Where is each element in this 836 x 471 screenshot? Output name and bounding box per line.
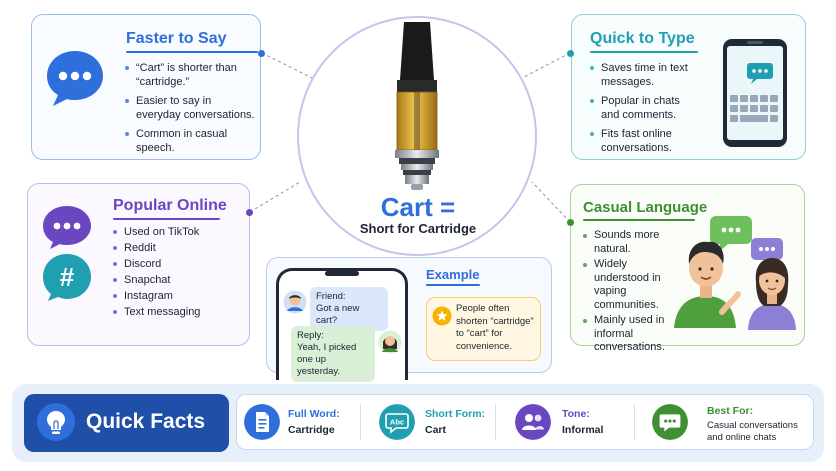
phone-notch bbox=[325, 271, 359, 276]
abc-chat-icon: Abc bbox=[379, 404, 415, 440]
example-title: Example bbox=[426, 267, 480, 282]
chat-bubble-icon bbox=[43, 206, 91, 249]
casual-title: Casual Language bbox=[583, 199, 708, 216]
fact-key: Short Form: bbox=[425, 408, 486, 420]
list-item: Text messaging bbox=[112, 305, 232, 319]
list-item: Instagram bbox=[112, 289, 232, 303]
reply-message: Yeah, I picked one up yesterday. bbox=[297, 342, 357, 377]
list-item: Discord bbox=[112, 257, 232, 271]
quick-type-bullets: Saves time in text messages. Popular in … bbox=[589, 61, 697, 160]
popular-title: Popular Online bbox=[113, 197, 227, 214]
people-talking-icon bbox=[674, 216, 796, 330]
casual-title-underline bbox=[583, 219, 695, 221]
fact-key: Tone: bbox=[562, 408, 590, 420]
quick-type-title: Quick to Type bbox=[590, 30, 695, 47]
connector-dot bbox=[246, 209, 253, 216]
list-item: Snapchat bbox=[112, 273, 232, 287]
document-icon bbox=[244, 404, 280, 440]
chat-bubble-icon bbox=[47, 51, 103, 106]
connector-dot bbox=[567, 50, 574, 57]
list-item: Saves time in text messages. bbox=[589, 61, 697, 89]
list-item: Used on TikTok bbox=[112, 225, 232, 239]
faster-title: Faster to Say bbox=[126, 30, 227, 47]
lightbulb-icon bbox=[37, 403, 75, 441]
fact-value: Cartridge bbox=[288, 424, 335, 436]
divider bbox=[360, 404, 361, 440]
friend-label: Friend: bbox=[316, 291, 346, 302]
casual-bullets: Sounds more natural. Widely understood i… bbox=[582, 229, 684, 357]
friend-message: Got a new cart? bbox=[316, 303, 360, 326]
popular-bullets: Used on TikTok Reddit Discord Snapchat I… bbox=[112, 225, 232, 321]
fact-key: Full Word: bbox=[288, 408, 340, 420]
example-note-text: People often shorten “cartridge” to “car… bbox=[456, 303, 534, 352]
smartphone-icon bbox=[723, 39, 787, 147]
fact-value: Casual conversations and online chats bbox=[707, 420, 798, 443]
list-item: “Cart” is shorter than “cartridge.” bbox=[124, 61, 256, 89]
fact-key: Best For: bbox=[707, 405, 754, 417]
connector-dot bbox=[567, 219, 574, 226]
list-item: Mainly used in informal conversations. bbox=[582, 314, 684, 355]
list-item: Popular in chats and comments. bbox=[589, 94, 697, 122]
list-item: Easier to say in everyday conversations. bbox=[124, 94, 256, 122]
popular-title-underline bbox=[113, 218, 220, 220]
quick-type-title-underline bbox=[590, 51, 698, 53]
fact-value: Cart bbox=[425, 424, 447, 436]
fact-value: Informal bbox=[562, 424, 604, 436]
hashtag-icon: # bbox=[43, 254, 91, 301]
list-item: Common in casual speech. bbox=[124, 127, 256, 155]
list-item: Fits fast online conversations. bbox=[589, 127, 697, 155]
chat-icon bbox=[652, 404, 688, 440]
friend-message-bubble: Friend: Got a new cart? bbox=[310, 287, 388, 331]
reply-label: Reply: bbox=[297, 330, 324, 341]
friend-avatar-icon bbox=[283, 290, 307, 314]
divider bbox=[634, 404, 635, 440]
list-item: Widely understood in vaping communities. bbox=[582, 258, 684, 312]
svg-text:Abc: Abc bbox=[390, 418, 404, 427]
faster-bullets: “Cart” is shorter than “cartridge.” Easi… bbox=[124, 61, 256, 160]
connector-dot bbox=[258, 50, 265, 57]
svg-text:#: # bbox=[60, 262, 75, 292]
people-icon bbox=[515, 404, 551, 440]
list-item: Reddit bbox=[112, 241, 232, 255]
list-item: Sounds more natural. bbox=[582, 229, 684, 256]
center-subtitle: Short for Cartridge bbox=[359, 221, 477, 236]
center-title: Cart = bbox=[380, 192, 456, 222]
star-icon bbox=[432, 306, 452, 326]
faster-title-underline bbox=[126, 51, 258, 53]
divider bbox=[495, 404, 496, 440]
quick-facts-title: Quick Facts bbox=[86, 410, 206, 433]
example-title-underline bbox=[426, 284, 480, 286]
cartridge-image bbox=[395, 22, 439, 190]
reply-message-bubble: Reply: Yeah, I picked one up yesterday. bbox=[291, 326, 375, 382]
reply-avatar-icon bbox=[378, 330, 402, 354]
